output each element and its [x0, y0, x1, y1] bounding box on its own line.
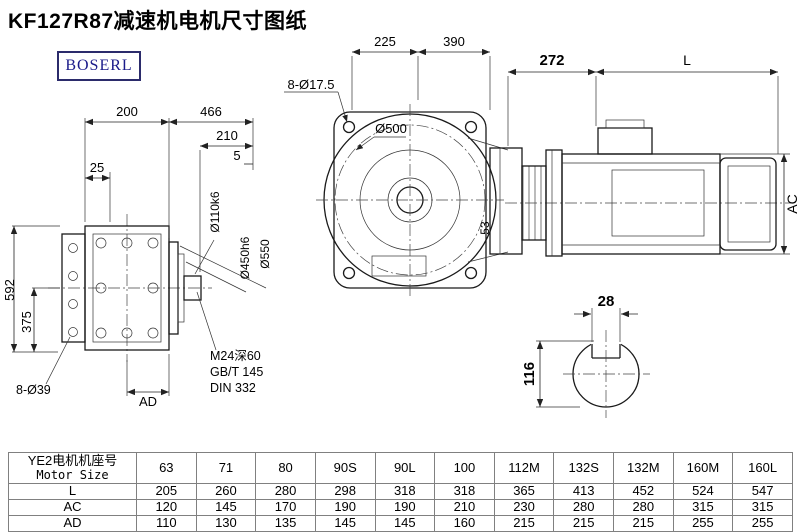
- dim-210: 210: [216, 128, 238, 143]
- row-label: L: [8, 483, 137, 500]
- front-view: 200 466 210 5 25 592 375 8-Ø39 AD Ø110k6…: [2, 104, 272, 409]
- dim-225: 225: [374, 34, 396, 49]
- table-header-motor-size: YE2电机机座号 Motor Size: [8, 452, 137, 484]
- dim-116: 116: [521, 362, 538, 386]
- col-header: 63: [136, 452, 197, 484]
- cell: 135: [255, 515, 316, 532]
- dim-L: L: [683, 52, 691, 68]
- cell: 210: [434, 499, 495, 516]
- cell: 190: [374, 499, 436, 516]
- cell: 298: [314, 483, 376, 500]
- dim-d110: Ø110k6: [208, 191, 222, 232]
- cell: 215: [553, 515, 614, 532]
- cell: 547: [732, 483, 793, 500]
- shaft-section-detail: 28 116: [521, 293, 650, 418]
- table-row: AD 110 130 135 145 145 160 215 215 215 2…: [8, 515, 793, 532]
- cell: 205: [136, 483, 197, 500]
- col-header: 100: [434, 452, 495, 484]
- table-row: AC 120 145 170 190 190 210 230 280 280 3…: [8, 499, 793, 516]
- row-label: AD: [8, 515, 137, 532]
- cell: 255: [672, 515, 734, 532]
- cell: 120: [136, 499, 197, 516]
- dim-25: 25: [90, 160, 104, 175]
- dim-d550: Ø550: [258, 239, 272, 269]
- cell: 190: [314, 499, 376, 516]
- cell: 145: [195, 499, 257, 516]
- dim-8xd17: 8-Ø17.5: [288, 77, 335, 92]
- cell: 145: [314, 515, 376, 532]
- cell: 145: [374, 515, 436, 532]
- cell: 280: [553, 499, 614, 516]
- dim-272: 272: [539, 52, 564, 69]
- cell: 280: [255, 483, 316, 500]
- table-row: L 205 260 280 298 318 318 365 413 452 52…: [8, 483, 793, 500]
- cell: 315: [672, 499, 734, 516]
- dim-d450: Ø450h6: [238, 236, 252, 279]
- dim-390: 390: [443, 34, 465, 49]
- header-cn: YE2电机机座号: [27, 452, 118, 468]
- dim-53: 53: [478, 221, 492, 235]
- dim-8xd39: 8-Ø39: [16, 383, 51, 397]
- col-header: 80: [255, 452, 316, 484]
- cell: 215: [493, 515, 555, 532]
- cell: 230: [493, 499, 555, 516]
- cell: 255: [732, 515, 793, 532]
- cell: 110: [136, 515, 197, 532]
- cell: 365: [493, 483, 555, 500]
- brand-logo: BOSERL: [57, 51, 141, 81]
- dim-ad: AD: [139, 394, 157, 409]
- dim-592: 592: [2, 279, 17, 301]
- col-header: 90S: [314, 452, 376, 484]
- dim-5: 5: [233, 148, 240, 163]
- cell: 160: [434, 515, 495, 532]
- cell: 524: [672, 483, 734, 500]
- cell: 260: [195, 483, 257, 500]
- col-header: 160L: [732, 452, 793, 484]
- row-label: AC: [8, 499, 137, 516]
- note-din332: DIN 332: [210, 381, 256, 395]
- dim-28: 28: [598, 293, 615, 310]
- technical-drawing: 200 466 210 5 25 592 375 8-Ø39 AD Ø110k6…: [2, 34, 800, 418]
- col-header: 90L: [374, 452, 436, 484]
- col-header: 71: [195, 452, 257, 484]
- col-header: 160M: [672, 452, 734, 484]
- cell: 318: [374, 483, 436, 500]
- cell: 170: [255, 499, 316, 516]
- cell: 413: [553, 483, 614, 500]
- page-title: KF127R87减速机电机尺寸图纸: [8, 10, 308, 33]
- dim-375: 375: [19, 311, 34, 333]
- note-gbt145: GB/T 145: [210, 365, 263, 379]
- col-header: 132S: [553, 452, 614, 484]
- motor-size-table: YE2电机机座号 Motor Size 63 71 80 90S 90L 100…: [8, 452, 793, 532]
- note-tap-m24: M24深60: [210, 349, 261, 363]
- col-header: 132M: [613, 452, 674, 484]
- dim-d500: Ø500: [375, 121, 407, 136]
- cell: 215: [613, 515, 674, 532]
- motor-side-view: 272 L AC: [505, 52, 800, 257]
- dim-466: 466: [200, 104, 222, 119]
- dim-AC: AC: [784, 194, 800, 213]
- col-header: 112M: [493, 452, 555, 484]
- cell: 318: [434, 483, 495, 500]
- cell: 130: [195, 515, 257, 532]
- cell: 315: [732, 499, 793, 516]
- header-en: Motor Size: [36, 467, 109, 482]
- cell: 280: [613, 499, 674, 516]
- dim-200: 200: [116, 104, 138, 119]
- flange-top-view: 225 390 8-Ø17.5 Ø500 53: [284, 34, 523, 296]
- cell: 452: [613, 483, 674, 500]
